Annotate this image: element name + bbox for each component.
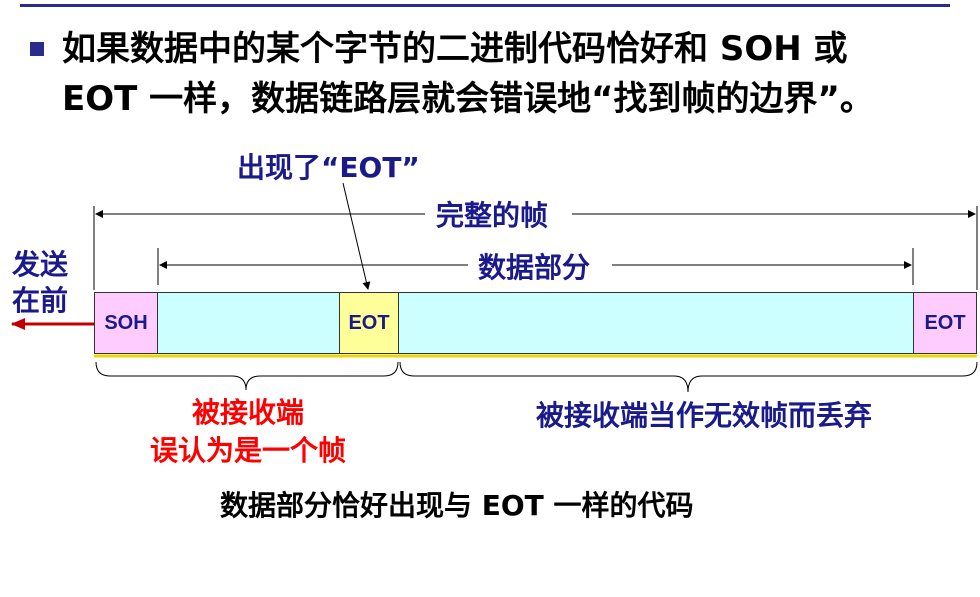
misread-line-1: 被接收端 — [191, 396, 304, 429]
full-frame-label: 完整的帧 — [436, 199, 549, 232]
send-first-label: 发送 在前 — [12, 247, 68, 319]
send-first-line-1: 发送 — [12, 248, 69, 281]
send-first-line-2: 在前 — [12, 284, 69, 317]
discarded-frame-brace — [399, 361, 978, 393]
bullet-square-icon — [30, 42, 44, 56]
eot-end-box: EOT — [913, 292, 977, 354]
eot-pointer-arrow — [342, 182, 371, 290]
misread-frame-label: 被接收端 误认为是一个帧 — [136, 394, 360, 470]
soh-box: SOH — [94, 292, 158, 354]
data-part-label: 数据部分 — [478, 251, 591, 284]
soh-label: SOH — [104, 311, 148, 334]
top-rule — [20, 4, 950, 7]
received-frame-brace — [95, 361, 399, 391]
discard-label: 被接收端当作无效帧而丢弃 — [536, 399, 873, 432]
intro-line-1: 如果数据中的某个字节的二进制代码恰好和 SOH 或 — [62, 29, 848, 69]
diagram-caption: 数据部分恰好出现与 EOT 一样的代码 — [220, 489, 694, 522]
fake-eot-label: EOT — [348, 311, 390, 334]
intro-line-2: EOT 一样，数据链路层就会错误地“找到帧的边界”。 — [62, 79, 874, 119]
misread-line-2: 误认为是一个帧 — [149, 434, 346, 467]
data-segment-after-eot — [398, 292, 914, 354]
eot-pointer-label: 出现了“EOT” — [237, 151, 420, 184]
intro-paragraph: 如果数据中的某个字节的二进制代码恰好和 SOH 或 EOT 一样，数据链路层就会… — [62, 24, 962, 124]
eot-end-label: EOT — [924, 311, 966, 334]
